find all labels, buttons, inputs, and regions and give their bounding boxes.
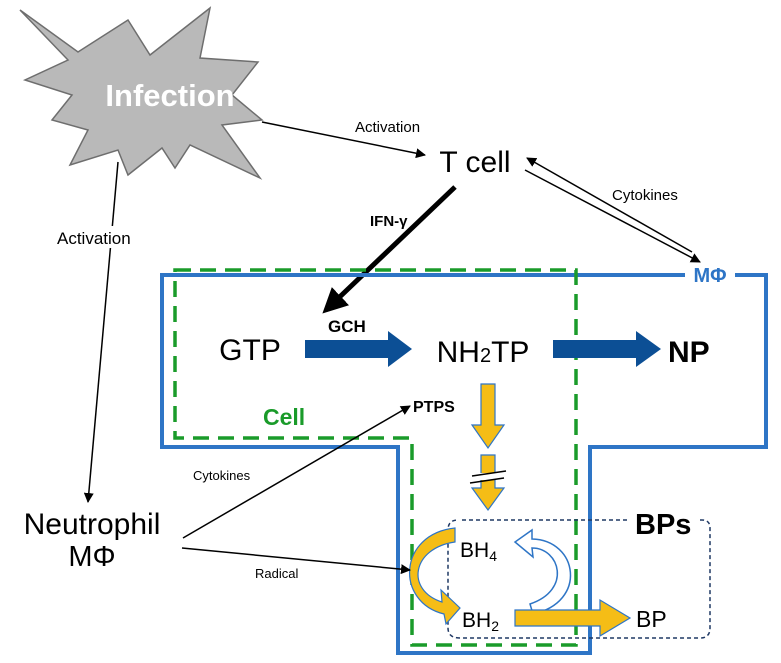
radical-label: Radical <box>255 566 298 581</box>
macrophage-label: MΦ <box>693 265 726 287</box>
cell-label: Cell <box>263 404 305 430</box>
ifn-gamma-label: IFN-γ <box>370 213 408 230</box>
gch-arrow <box>305 331 412 367</box>
bh2-label: BH2 <box>462 609 499 634</box>
bps-label: BPs <box>635 509 691 541</box>
bh2-to-bh4-curved-arrow <box>513 528 572 615</box>
bh4-to-bh2-curved-arrow <box>409 527 461 626</box>
bh4-label: BH4 <box>460 539 497 564</box>
cytokines-label-left: Cytokines <box>193 468 251 483</box>
gch-label: GCH <box>328 317 366 336</box>
ptps-gold-arrow <box>470 383 506 450</box>
cytokines-arrow-to-tcell <box>526 157 693 253</box>
cytokines-label-right: Cytokines <box>612 187 678 204</box>
neutrophil-label: Neutrophil <box>24 508 161 541</box>
np-arrow <box>553 331 661 367</box>
gold-arrow-interrupted <box>470 454 506 512</box>
infection-burst <box>19 6 264 180</box>
neutrophil-mphi-label: MΦ <box>68 541 115 573</box>
np-label: NP <box>668 336 710 369</box>
cytokines-arrow-ptps <box>182 405 411 539</box>
cell-outline <box>173 268 578 647</box>
radical-arrow <box>181 547 411 575</box>
activation-label-left: Activation <box>57 229 131 248</box>
t-cell-label: T cell <box>439 146 510 179</box>
gtp-label: GTP <box>219 334 281 367</box>
activation-label-top: Activation <box>355 119 420 136</box>
cytokines-arrow-to-mphi <box>524 169 701 263</box>
activation-arrow-neutrophil <box>83 161 119 503</box>
bh2-to-bp-arrow <box>514 598 632 638</box>
bps-box <box>447 519 711 639</box>
activation-arrow-tcell <box>261 121 426 159</box>
infection-label: Infection <box>105 78 234 113</box>
nh2tp-label: NH2TP <box>437 336 530 369</box>
bp-label: BP <box>636 606 667 632</box>
macrophage-outline <box>160 273 768 655</box>
ifn-gamma-arrow <box>322 185 457 314</box>
ptps-label: PTPS <box>413 399 455 416</box>
